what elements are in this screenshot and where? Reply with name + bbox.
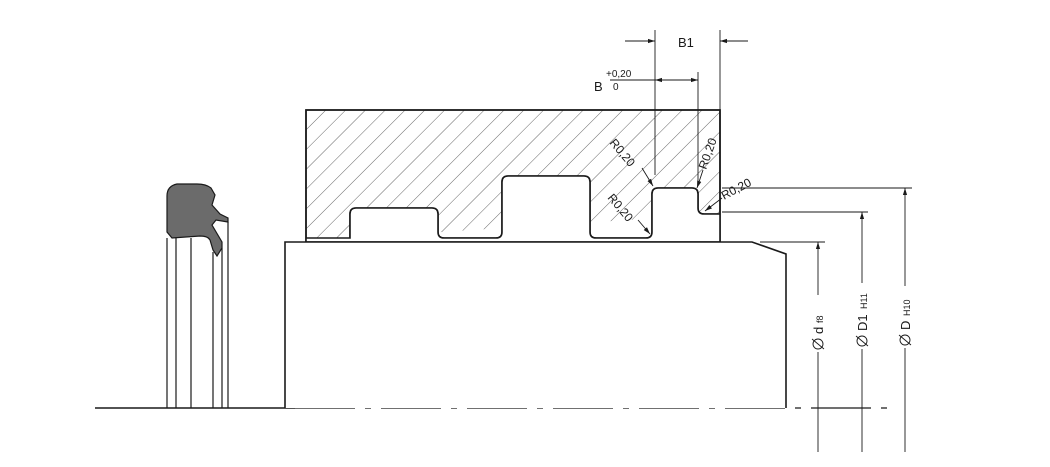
dia-d-label: d f8 — [811, 315, 826, 350]
dia-D-tolerance: H10 — [902, 299, 912, 316]
b-dimension — [610, 72, 699, 186]
dia-D-label: D H10 — [898, 299, 913, 346]
b-tolerance-upper: +0,20 — [606, 69, 632, 80]
dia-d1-label: D1 H11 — [855, 293, 870, 347]
seal-profile — [166, 183, 229, 258]
b1-label: B1 — [678, 35, 694, 50]
radius-label-right: R0,20 — [719, 175, 754, 203]
dia-d1-text: D1 — [855, 314, 870, 331]
b-label: B — [594, 79, 603, 94]
b-tolerance-lower: 0 — [613, 82, 619, 93]
housing-groove-outline — [306, 175, 720, 239]
housing-groove — [306, 176, 720, 242]
dia-d1-tolerance: H11 — [859, 293, 869, 309]
diameter-extensions — [722, 187, 912, 243]
dia-d-tolerance: f8 — [815, 315, 825, 323]
dia-d-text: d — [811, 327, 826, 334]
b1-dimension — [625, 30, 748, 175]
radius-leaders — [637, 167, 723, 235]
seal — [166, 183, 229, 408]
rod — [284, 241, 787, 408]
dia-D-text: D — [898, 321, 913, 330]
